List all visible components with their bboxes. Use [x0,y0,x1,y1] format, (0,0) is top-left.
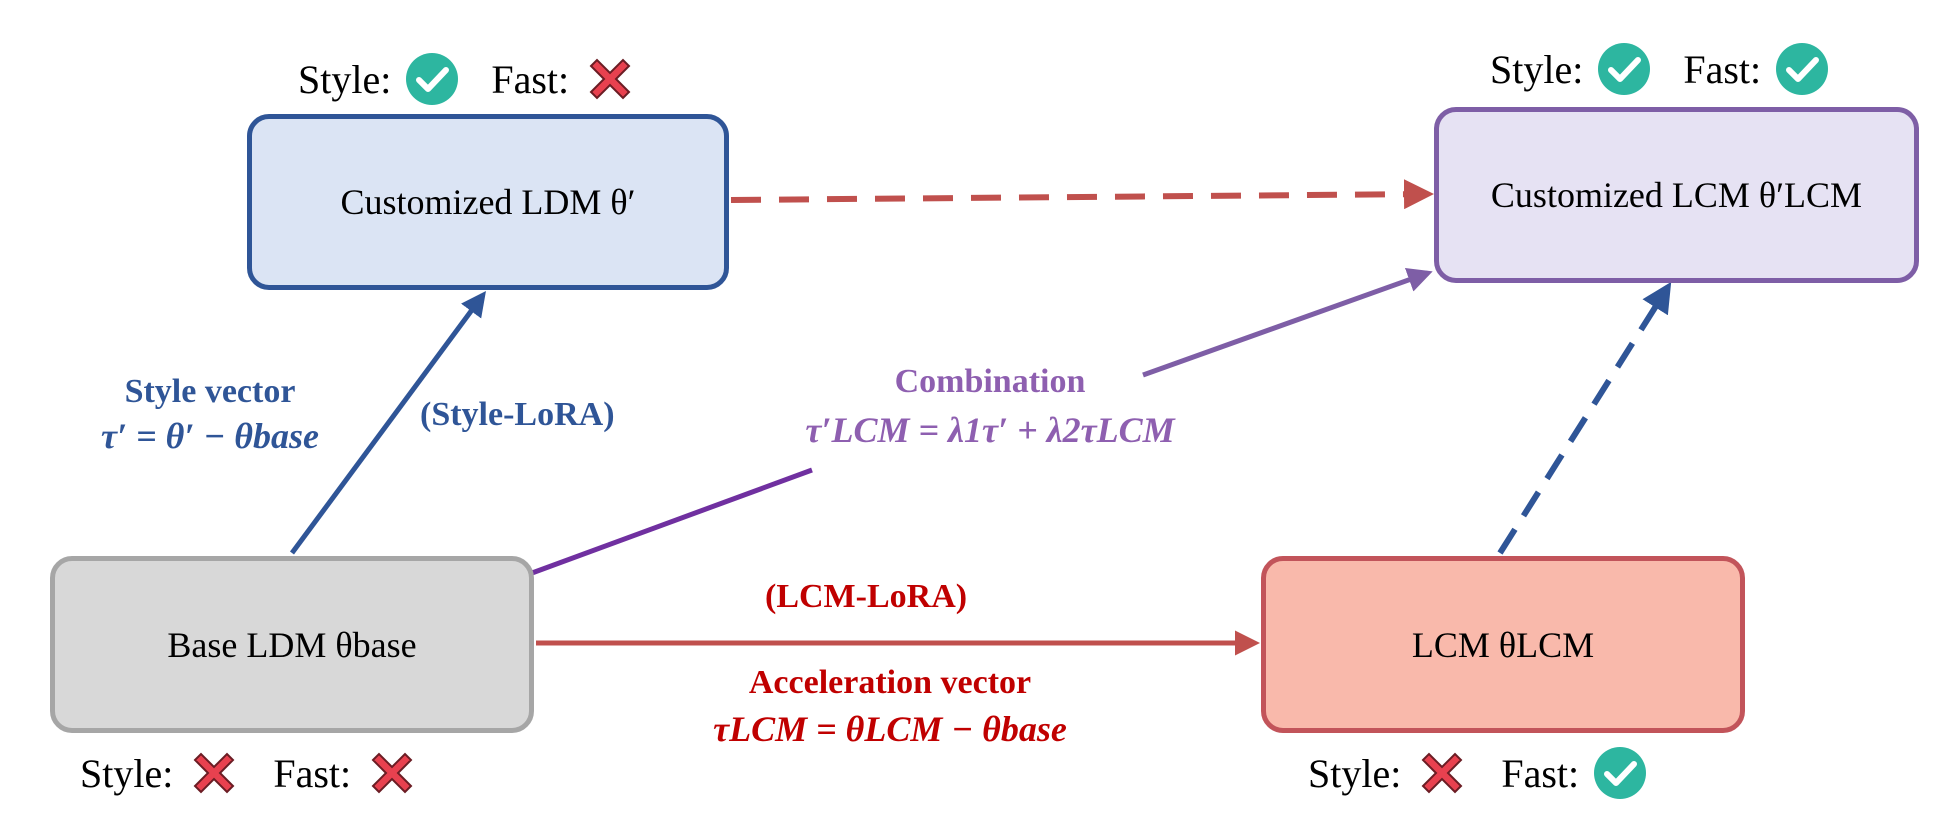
acceleration-vector-title: Acceleration vector [748,664,1032,701]
check-icon [405,52,459,106]
style-lora-label: (Style-LoRA) [420,396,615,433]
combination-label: Combination τ′LCM = λ1τ′ + λ2τLCM [760,358,1220,454]
status-base-ldm: Style: Fast: [80,746,419,800]
status-customized-ldm: Style: Fast: [298,52,637,106]
node-customized-lcm-label: Customized LCM θ′LCM [1490,175,1863,215]
edge-lcm-to-custom-lcm [1497,281,1672,555]
style-label: Style: [1490,46,1584,92]
check-icon [1597,42,1651,96]
edge-custom-ldm-to-custom-lcm [730,179,1434,210]
fast-label: Fast: [1683,46,1762,92]
lcm-lora-label: (LCM-LoRA) [765,578,968,615]
fast-label: Fast: [1501,750,1580,796]
cross-icon [365,746,419,800]
style-label: Style: [1308,750,1402,796]
node-base-ldm: Base LDM θbase [50,556,534,733]
style-vector-equation: τ′ = θ′ − θbase [101,416,319,456]
combination-equation: τ′LCM = λ1τ′ + λ2τLCM [805,410,1175,450]
cross-icon [583,52,637,106]
node-lcm-label: LCM θLCM [1411,624,1595,665]
check-icon [1775,42,1829,96]
node-customized-lcm: Customized LCM θ′LCM [1434,107,1919,283]
acceleration-vector-label: Acceleration vector τLCM = θLCM − θbase [690,660,1090,752]
style-label: Style: [80,750,174,796]
style-vector-label: Style vector τ′ = θ′ − θbase [70,370,350,458]
edge-combination-lower [531,467,813,576]
cross-icon [187,746,241,800]
edge-combination-upper [1142,267,1433,378]
fast-label: Fast: [491,56,570,102]
style-label: Style: [298,56,392,102]
node-lcm: LCM θLCM [1261,556,1745,733]
node-customized-ldm: Customized LDM θ′ [247,114,729,290]
combination-title: Combination [894,363,1086,400]
status-customized-lcm: Style: Fast: [1490,42,1829,96]
status-lcm: Style: Fast: [1308,746,1647,800]
style-vector-title: Style vector [124,373,296,410]
node-customized-ldm-label: Customized LDM θ′ [340,182,636,222]
cross-icon [1415,746,1469,800]
acceleration-vector-equation: τLCM = θLCM − θbase [713,709,1067,749]
fast-label: Fast: [273,750,352,796]
edge-style-lora [289,290,486,555]
node-base-ldm-label: Base LDM θbase [167,624,417,665]
check-icon [1593,746,1647,800]
